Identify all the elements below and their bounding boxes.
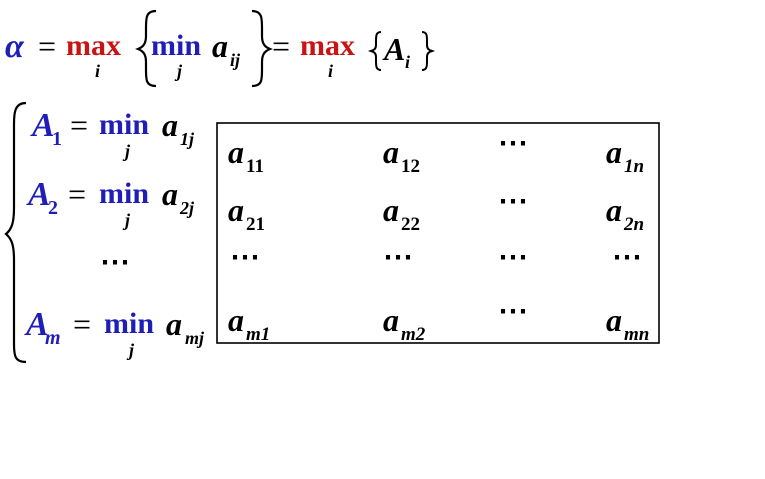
- small-right-brace: [421, 31, 436, 71]
- matrix-entry-subscript: 12: [401, 156, 420, 177]
- left-curly-brace: [135, 9, 157, 88]
- matrix-entry-subscript: 21: [246, 214, 265, 235]
- rowm-min-subscript: j: [126, 340, 135, 360]
- matrix-entry-base: a: [383, 302, 399, 338]
- row1-a-base: a: [162, 107, 178, 143]
- A-i-subscript: i: [405, 52, 410, 72]
- matrix-frame: [216, 122, 660, 344]
- system-left-brace: [4, 101, 27, 364]
- Am-subscript: m: [45, 327, 61, 349]
- row1-a-subscript: 1j: [180, 129, 195, 149]
- matrix-entry-base: a: [383, 134, 399, 170]
- top-formula: α = max i min j a ij = max i A i: [5, 9, 436, 88]
- row2-a-subscript: 2j: [179, 198, 195, 218]
- system-of-equations: A 1 = min j a 1j A 2 = min j a 2j ⋯ A m …: [4, 101, 205, 364]
- A2-base: A: [26, 176, 51, 213]
- small-left-brace: [367, 31, 382, 71]
- min-top-subscript: j: [174, 61, 183, 81]
- matrix-entry-base: a: [383, 192, 399, 228]
- matrix-ellipsis: ⋯: [498, 295, 528, 328]
- matrix-ellipsis: ⋯: [612, 241, 642, 274]
- matrix-ellipsis: ⋯: [498, 127, 528, 160]
- right-curly-brace: [251, 9, 273, 88]
- rowm-min: min: [104, 307, 154, 340]
- A1-subscript: 1: [52, 128, 62, 150]
- A1-base: A: [30, 107, 55, 144]
- matrix-entry-base: a: [606, 302, 622, 338]
- row2-equals: =: [68, 176, 86, 212]
- max-2-subscript: i: [328, 61, 333, 81]
- matrix-entry-base: a: [228, 302, 244, 338]
- row1-min-subscript: j: [122, 141, 131, 161]
- matrix-entry-subscript: m1: [246, 324, 270, 345]
- matrix-ellipsis: ⋯: [498, 185, 528, 218]
- rowm-a-subscript: mj: [185, 328, 205, 348]
- min-operator-top: min: [151, 29, 201, 62]
- system-ellipsis: ⋯: [100, 246, 130, 279]
- max-operator-2: max: [300, 29, 355, 62]
- matrix-entry-subscript: m2: [401, 324, 426, 345]
- matrix-ellipsis: ⋯: [498, 241, 528, 274]
- rowm-equals: =: [73, 306, 91, 342]
- row1-min: min: [99, 108, 149, 141]
- system-row-1: A 1 = min j a 1j: [30, 107, 195, 161]
- equals-sign-1: =: [38, 28, 56, 64]
- matrix-entry-subscript: 11: [246, 156, 264, 177]
- row2-min-subscript: j: [122, 210, 131, 230]
- Am-base: A: [24, 306, 49, 343]
- matrix-ellipsis: ⋯: [383, 241, 413, 274]
- a-ij-subscript: ij: [230, 50, 241, 70]
- matrix-entry-subscript: 1n: [624, 156, 644, 177]
- A-i-base: A: [382, 31, 405, 67]
- matrix-entry-base: a: [228, 134, 244, 170]
- matrix-entry-subscript: 2n: [623, 214, 644, 235]
- matrix-entry-base: a: [228, 192, 244, 228]
- matrix-entry-base: a: [606, 192, 622, 228]
- a-ij-base: a: [212, 28, 228, 64]
- A2-subscript: 2: [48, 197, 58, 219]
- matrix-entry-subscript: mn: [624, 324, 649, 345]
- equals-sign-2: =: [272, 28, 290, 64]
- max-operator-1: max: [66, 29, 121, 62]
- matrix-entry-subscript: 22: [401, 214, 420, 235]
- alpha-symbol: α: [5, 28, 25, 65]
- max-1-subscript: i: [95, 61, 100, 81]
- rowm-a-base: a: [166, 306, 182, 342]
- row2-a-base: a: [162, 176, 178, 212]
- system-row-m: A m = min j a mj: [24, 306, 205, 360]
- system-row-2: A 2 = min j a 2j: [26, 176, 195, 230]
- row1-equals: =: [70, 107, 88, 143]
- matrix-entry-base: a: [606, 134, 622, 170]
- matrix-ellipsis: ⋯: [230, 241, 260, 274]
- row2-min: min: [99, 177, 149, 210]
